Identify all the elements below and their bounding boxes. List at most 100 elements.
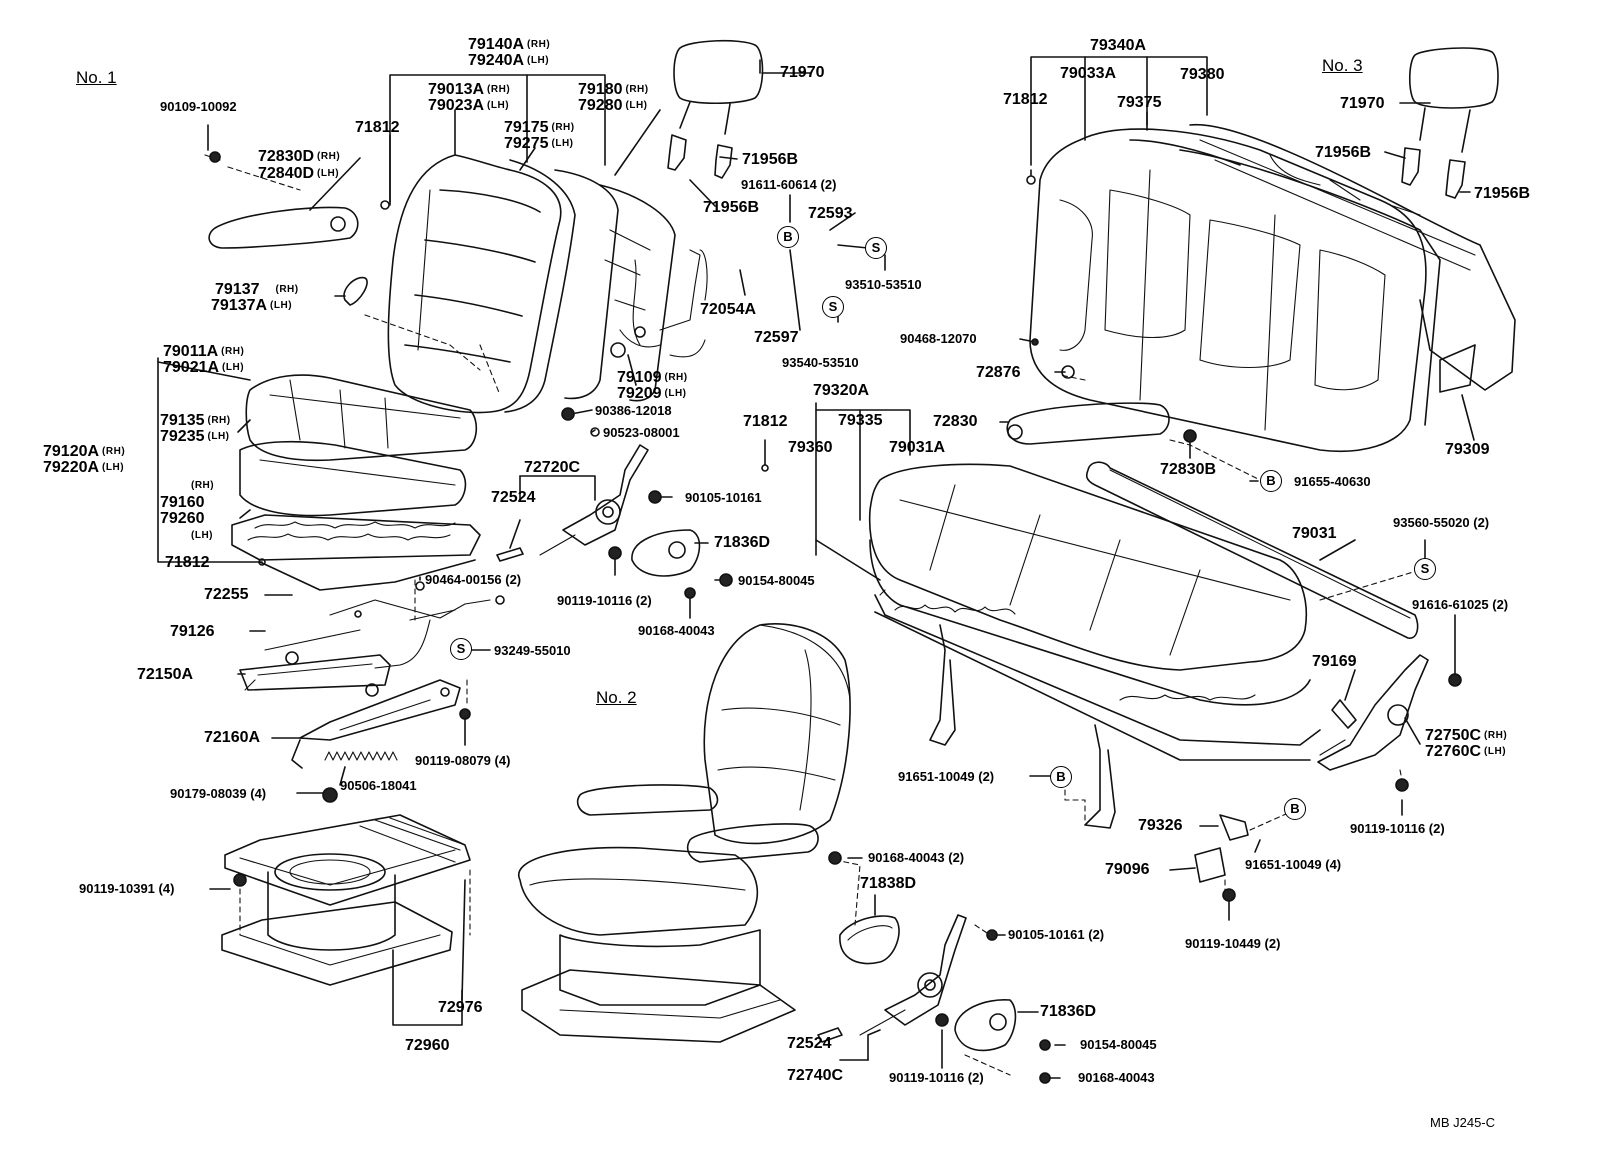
part-label: 91651-10049 (2) (898, 769, 995, 784)
part-label: 90386-12018 (595, 403, 672, 418)
part-label: 79240A(LH) (468, 52, 550, 69)
part-label: 90105-10161 (2) (1008, 927, 1105, 942)
part-label: 72150A (137, 666, 194, 683)
part-label: 79137(RH) (215, 281, 299, 298)
badge-b: B (777, 226, 799, 248)
part-label: 91611-60614 (2) (741, 177, 837, 192)
part-label: 71956B (742, 151, 799, 168)
part-label: 71812 (165, 554, 210, 571)
part-label: 93249-55010 (494, 643, 571, 658)
part-label: 79320A (813, 382, 870, 399)
part-label: 71956B (1315, 144, 1372, 161)
part-label: 71812 (355, 119, 400, 136)
part-label: 72597 (754, 329, 799, 346)
part-label: 90119-10116 (2) (1350, 821, 1445, 836)
part-label: 79160 (160, 494, 205, 511)
part-label: 90119-10116 (2) (557, 593, 652, 608)
part-label: 72720C (524, 459, 581, 476)
part-label: 79309 (1445, 441, 1490, 458)
part-label: 79260 (160, 510, 205, 527)
part-label: 91651-10049 (4) (1245, 857, 1342, 872)
part-label: 79360 (788, 439, 833, 456)
part-label: 90119-10116 (2) (889, 1070, 984, 1085)
part-label: 79031 (1292, 525, 1337, 542)
badge-s: S (1414, 558, 1436, 580)
part-label: 93540-53510 (782, 355, 859, 370)
part-label: 90119-10449 (2) (1185, 936, 1281, 951)
seat-no1-artwork (204, 39, 764, 986)
variant-rh-label: (RH) (191, 480, 215, 491)
part-label: 79235(LH) (160, 428, 230, 445)
part-label: 72524 (491, 489, 536, 506)
part-label: 90506-18041 (340, 778, 417, 793)
part-label: 71956B (703, 199, 760, 216)
part-label: 79340A (1090, 37, 1147, 54)
part-label: 79013A(RH) (428, 81, 511, 98)
diagram-reference-code: MB J245-C (1430, 1115, 1496, 1130)
part-label: 79375 (1117, 94, 1162, 111)
part-label: 90179-08039 (4) (170, 786, 267, 801)
part-label: 90119-10391 (4) (79, 881, 175, 896)
part-label: 72740C (787, 1067, 844, 1084)
badge-b: B (1284, 798, 1306, 820)
part-label: 72830D(RH) (258, 148, 341, 165)
part-label: 71836D (1040, 1003, 1097, 1020)
part-label: 79169 (1312, 653, 1357, 670)
part-label: 93560-55020 (2) (1393, 515, 1490, 530)
part-label: 79335 (838, 412, 883, 429)
part-label: 72160A (204, 729, 261, 746)
part-label: 71812 (743, 413, 788, 430)
part-label: 71956B (1474, 185, 1531, 202)
part-label: 79175(RH) (504, 119, 575, 136)
part-label: 72593 (808, 205, 853, 222)
leader-lines (157, 56, 1475, 1079)
part-label: 90168-40043 (638, 623, 715, 638)
part-label: 72840D(LH) (258, 165, 340, 182)
part-label: 72054A (700, 301, 757, 318)
section-no2-title: No. 2 (596, 688, 637, 707)
part-label: 72876 (976, 364, 1021, 381)
part-label: 79140A(RH) (468, 36, 551, 53)
part-label: 91655-40630 (1294, 474, 1371, 489)
part-label: 71970 (780, 64, 825, 81)
fastener-glyphs (233, 175, 1462, 1084)
part-label: 90168-40043 (2) (868, 850, 965, 865)
seat-no2-artwork (517, 622, 1017, 1076)
part-label: 79220A(LH) (43, 459, 125, 476)
part-label: 91616-61025 (2) (1412, 597, 1509, 612)
part-label: 90523-08001 (603, 425, 680, 440)
part-label: 72524 (787, 1035, 832, 1052)
part-label: 79033A (1060, 65, 1117, 82)
seat-no3-artwork (868, 47, 1516, 896)
part-label: 90154-80045 (1080, 1037, 1157, 1052)
part-label: 79280(LH) (578, 97, 648, 114)
part-label: 79380 (1180, 66, 1225, 83)
part-label: 90154-80045 (738, 573, 815, 588)
part-label: 79021A(LH) (163, 359, 245, 376)
part-label: 71838D (860, 875, 917, 892)
part-label: 71970 (1340, 95, 1385, 112)
part-label: 79326 (1138, 817, 1183, 834)
part-label: 79109(RH) (617, 369, 688, 386)
part-label: 72760C(LH) (1425, 743, 1507, 760)
part-label: 72830B (1160, 461, 1217, 478)
part-label: 90119-08079 (4) (415, 753, 511, 768)
part-label: 72750C(RH) (1425, 727, 1508, 744)
part-label: 72830 (933, 413, 978, 430)
part-label: 79031A (889, 439, 946, 456)
part-label: 79096 (1105, 861, 1150, 878)
part-label: 90105-10161 (685, 490, 762, 505)
part-label: 71812 (1003, 91, 1048, 108)
badge-b: B (1260, 470, 1282, 492)
part-label: 79135(RH) (160, 412, 231, 429)
part-label: 79126 (170, 623, 215, 640)
part-label: 79120A(RH) (43, 443, 126, 460)
part-label: 72255 (204, 586, 249, 603)
part-label: 90168-40043 (1078, 1070, 1155, 1085)
part-label: 79275(LH) (504, 135, 574, 152)
part-label: 71836D (714, 534, 771, 551)
badge-s: S (822, 296, 844, 318)
part-label: 72976 (438, 999, 483, 1016)
